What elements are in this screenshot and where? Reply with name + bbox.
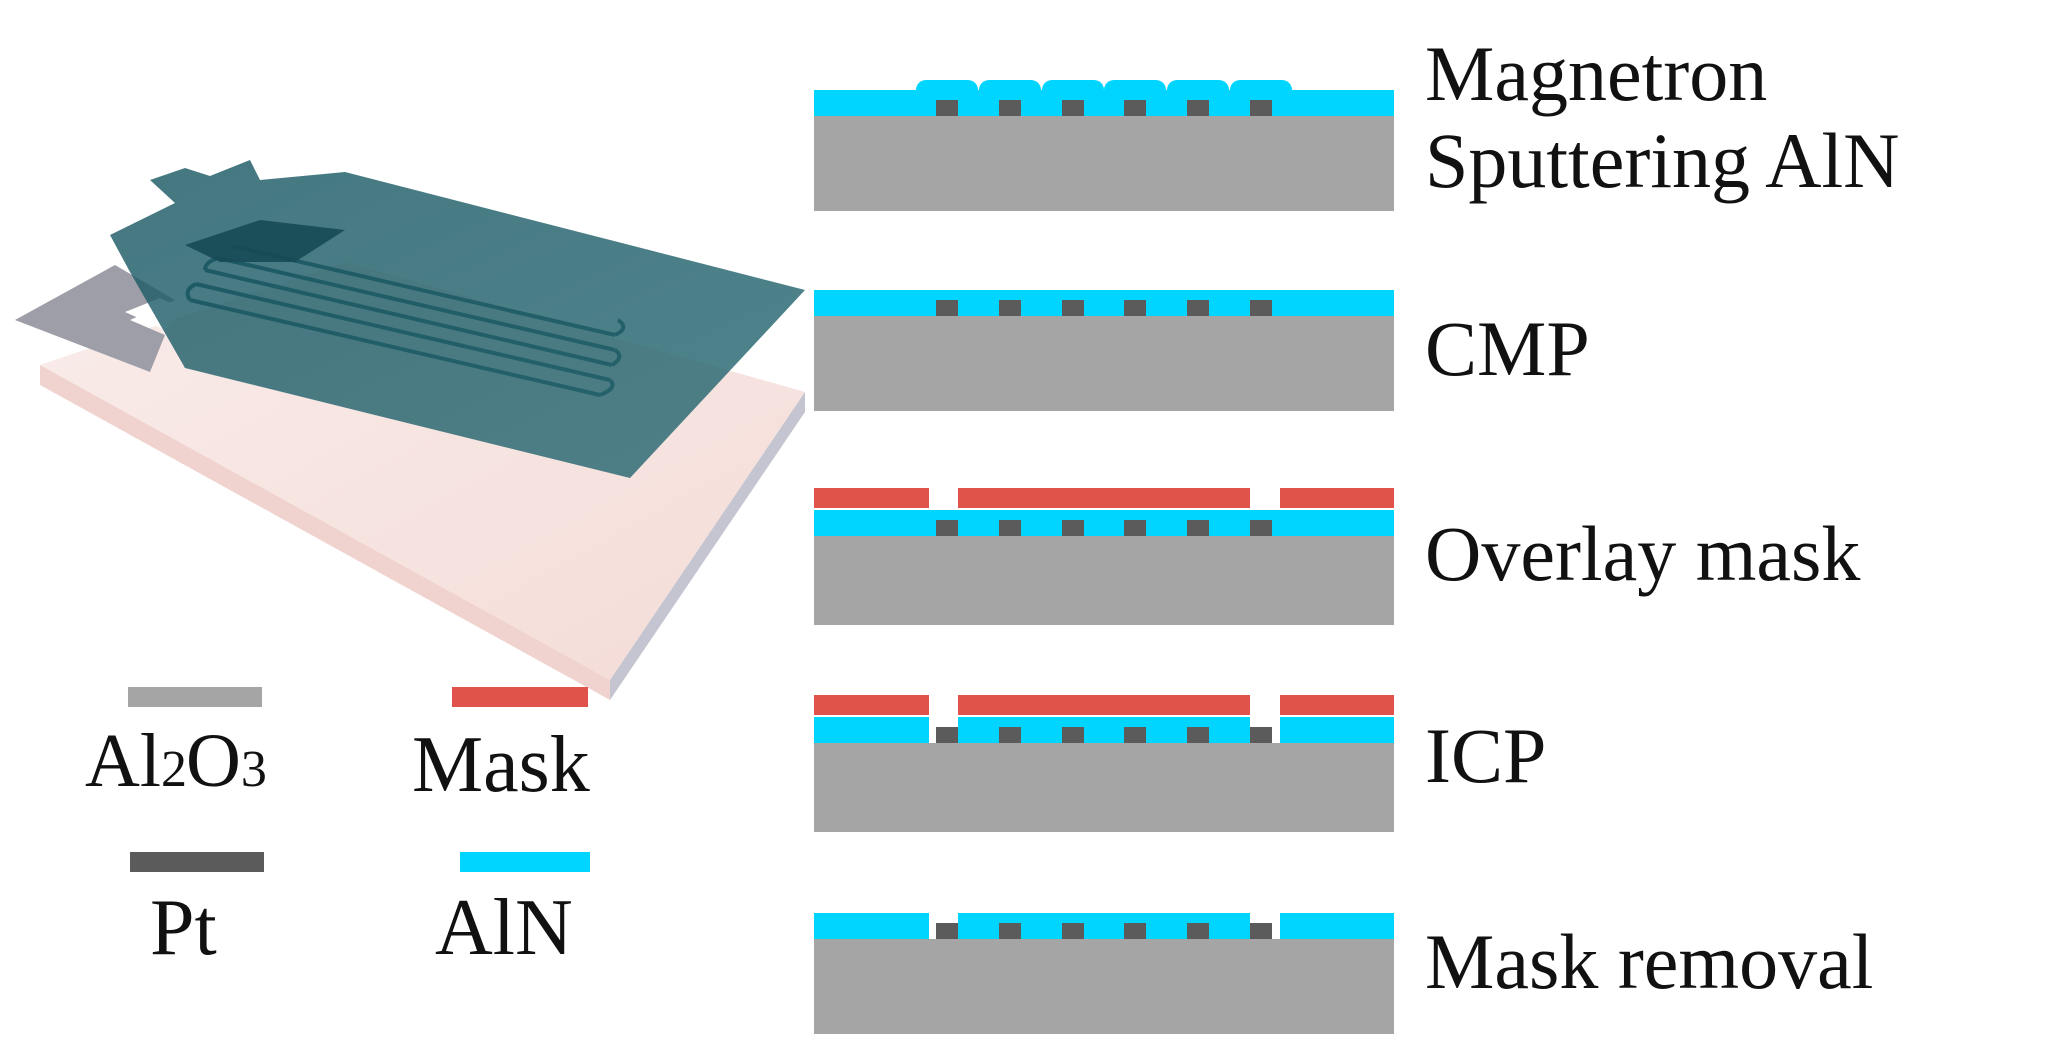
cross-section-icp: [814, 695, 1394, 832]
al2o3-sub-2: 3: [240, 741, 267, 798]
cross-section-overlay-mask: [814, 488, 1394, 625]
sensor-3d-exploded-view: [15, 160, 805, 700]
pt-line: [1062, 300, 1084, 316]
pt-line: [1187, 727, 1209, 743]
mask-label: Mask: [412, 721, 590, 809]
pt-line: [1187, 923, 1209, 939]
pt-line: [1187, 300, 1209, 316]
pt-line: [1124, 300, 1146, 316]
pt-line: [999, 100, 1021, 116]
pt-line: [1250, 923, 1272, 939]
pt-line: [936, 100, 958, 116]
aln-bump: [1042, 80, 1104, 100]
pt-line: [1187, 100, 1209, 116]
al2o3-substrate: [814, 939, 1394, 1034]
aln-swatch: [460, 852, 590, 872]
pt-line: [999, 727, 1021, 743]
aln-bump: [1230, 80, 1292, 100]
aln-layer: [814, 290, 1394, 316]
pt-line: [1124, 100, 1146, 116]
al2o3-sub-1: 2: [161, 741, 187, 798]
pt-line: [1062, 100, 1084, 116]
pt-line: [999, 520, 1021, 536]
mask-segment: [814, 488, 929, 508]
pt-line: [936, 520, 958, 536]
pt-line: [999, 300, 1021, 316]
pt-line: [1250, 520, 1272, 536]
pt-line: [936, 923, 958, 939]
film-window: [185, 220, 345, 262]
al2o3-mid: O: [186, 719, 241, 803]
pt-swatch: [130, 852, 264, 872]
contact-pad: [15, 265, 175, 372]
step-label-mask-removal: Mask removal: [1425, 918, 1873, 1005]
pt-line: [999, 923, 1021, 939]
aln-bump: [1167, 80, 1229, 100]
aln-layer: [814, 717, 929, 743]
al2o3-swatch: [128, 687, 262, 707]
substrate-side-face: [610, 392, 805, 700]
aln-layer: [814, 913, 929, 939]
pt-line: [1062, 520, 1084, 536]
step-label-cmp: CMP: [1425, 305, 1590, 392]
mask-segment: [1280, 695, 1394, 715]
step-label-sputter: Magnetron Sputtering AlN: [1425, 30, 1900, 205]
pt-line: [1124, 923, 1146, 939]
pt-label: Pt: [150, 884, 217, 972]
substrate-front-face: [40, 365, 610, 700]
pt-line: [1062, 727, 1084, 743]
al2o3-substrate: [814, 536, 1394, 625]
al2o3-substrate: [814, 316, 1394, 411]
pt-line: [936, 300, 958, 316]
pt-line: [1124, 727, 1146, 743]
mask-swatch: [452, 687, 588, 707]
mask-segment: [1280, 488, 1394, 508]
mask-segment: [814, 695, 929, 715]
pt-line: [1124, 520, 1146, 536]
aln-bump: [916, 80, 978, 100]
al2o3-substrate: [814, 743, 1394, 832]
aln-bump: [1104, 80, 1166, 100]
aln-label: AlN: [435, 884, 573, 972]
step-label-line: ICP: [1425, 712, 1547, 799]
pt-line: [936, 727, 958, 743]
al2o3-label: Al2O3: [85, 723, 267, 799]
step-label-line: CMP: [1425, 305, 1590, 392]
pt-line: [1250, 727, 1272, 743]
cross-section-mask-removal: [814, 913, 1394, 1034]
al2o3-base: Al: [85, 719, 161, 803]
aln-layer: [814, 90, 1394, 116]
pt-line: [1062, 923, 1084, 939]
aln-layer: [814, 510, 1394, 536]
cross-section-sputter: [814, 80, 1394, 211]
step-label-line: Overlay mask: [1425, 510, 1861, 597]
mask-segment: [958, 695, 1250, 715]
al2o3-substrate: [814, 116, 1394, 211]
aln-layer: [1280, 717, 1394, 743]
step-label-overlay-mask: Overlay mask: [1425, 510, 1860, 597]
step-label-line: Magnetron: [1425, 30, 1768, 117]
aln-top-film: [110, 160, 805, 478]
step-label-line: Mask removal: [1425, 918, 1874, 1005]
cross-section-cmp: [814, 290, 1394, 411]
mask-segment: [958, 488, 1250, 508]
pt-line: [1187, 520, 1209, 536]
pt-line: [1250, 100, 1272, 116]
pt-line: [1250, 300, 1272, 316]
step-label-line: Sputtering AlN: [1425, 117, 1900, 205]
aln-layer: [1280, 913, 1394, 939]
aln-bump: [979, 80, 1041, 100]
step-label-icp: ICP: [1425, 712, 1546, 799]
